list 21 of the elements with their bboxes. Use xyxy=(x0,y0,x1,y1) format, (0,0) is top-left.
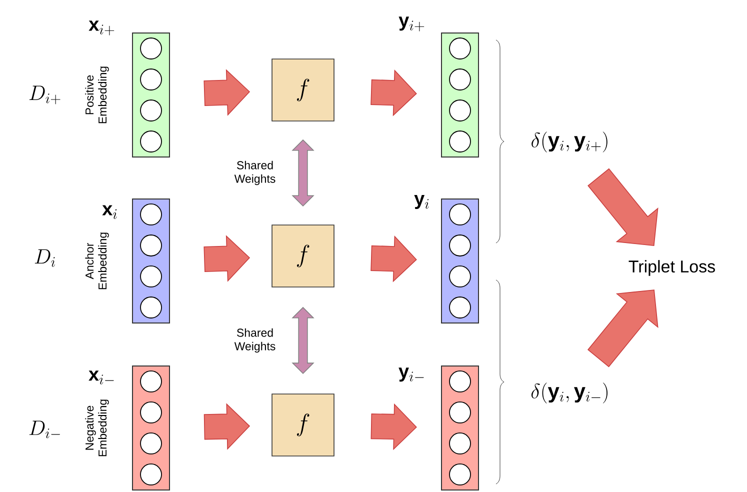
vector-symbol: $\mathbf{x}_{i+}$ xyxy=(88,20,114,36)
function-box: $f$ xyxy=(272,394,334,456)
distance-formula: $\delta(\mathbf{y}_{i},\mathbf{y}_{i+})$ xyxy=(532,132,608,152)
function-box: $f$ xyxy=(272,224,334,288)
vector-symbol: $\mathbf{x}_{i-}$ xyxy=(88,370,114,384)
vector-symbol: $\mathbf{y}_{i+}$ xyxy=(398,16,424,32)
edge-label: Shared Weights xyxy=(234,328,276,353)
vector-symbol: $\mathbf{y}_{i}$ xyxy=(414,195,429,209)
embedding-label: Anchor Embedding xyxy=(85,232,109,290)
distance-formula: $\delta(\mathbf{y}_{i},\mathbf{y}_{i-})$ xyxy=(531,382,608,404)
function-box: $f$ xyxy=(272,58,334,122)
vector-symbol: $\mathbf{x}_{i}$ xyxy=(102,205,117,219)
loss-label: Triplet Loss xyxy=(628,260,715,276)
data-symbol: $D_{i}$ xyxy=(34,249,55,267)
data-symbol: $D_{i-}$ xyxy=(29,420,60,438)
block-arrow xyxy=(587,290,658,368)
data-symbol: $D_{i+}$ xyxy=(29,86,60,104)
embedding-label: Negative Embedding xyxy=(85,400,109,456)
embedding-label: Positive Embedding xyxy=(85,66,109,124)
vector-symbol: $\mathbf{y}_{i-}$ xyxy=(398,368,424,382)
edge-label: Shared Weights xyxy=(234,160,276,186)
